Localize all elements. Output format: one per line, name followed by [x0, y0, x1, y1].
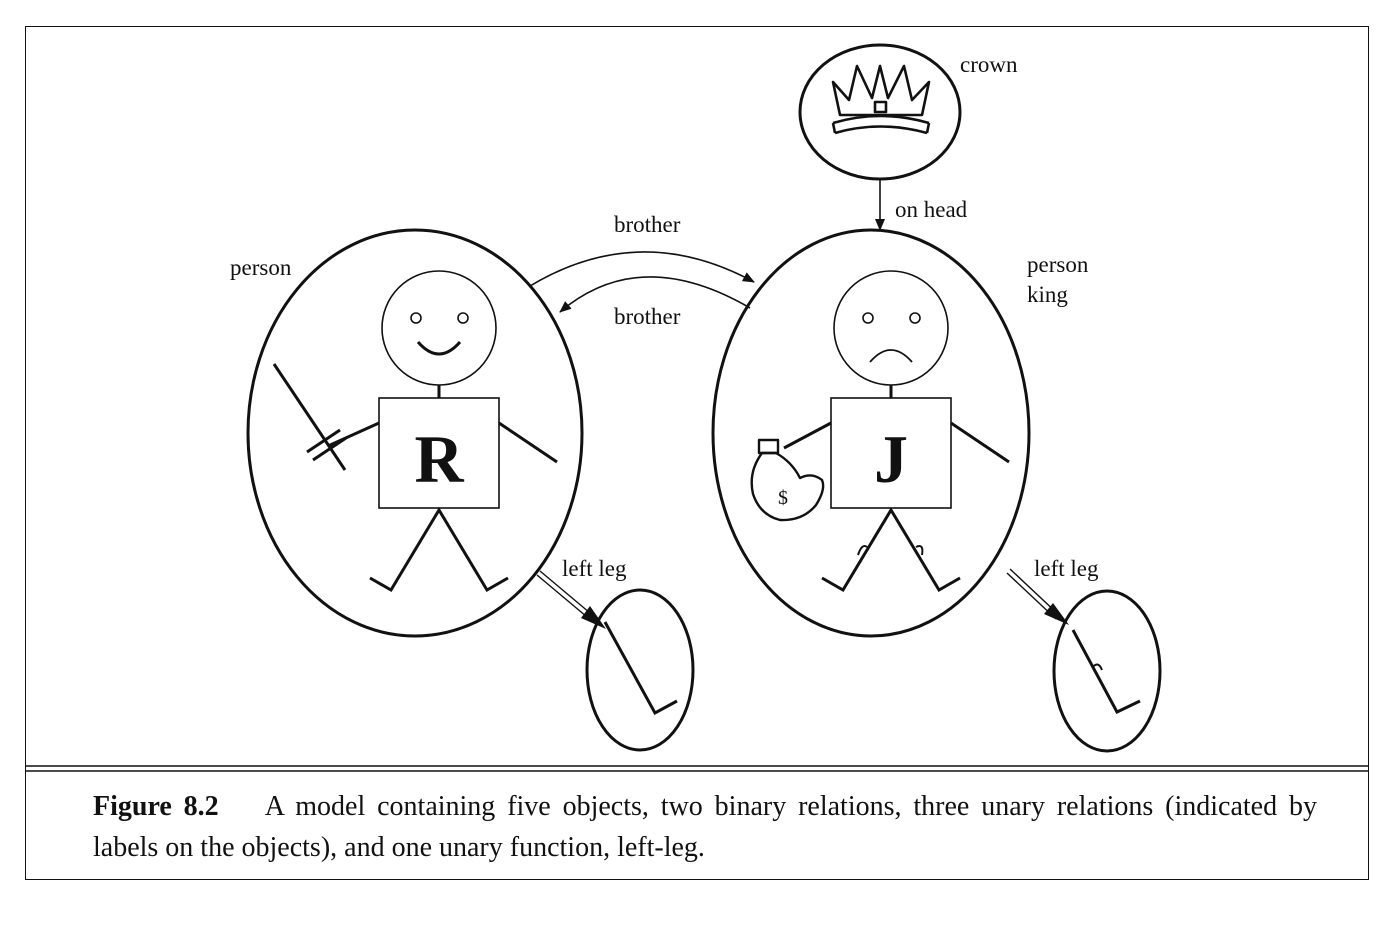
richard-object	[246, 228, 584, 638]
john-legs	[821, 507, 961, 593]
john-left-arm	[783, 421, 832, 450]
dollar-sign: $	[778, 487, 788, 509]
john-object	[711, 228, 1031, 638]
richard-right-arm	[498, 421, 558, 464]
money-bag-icon	[750, 438, 825, 522]
crown-label: crown	[960, 52, 1018, 77]
on-head-label: on head	[895, 197, 968, 222]
richard-left-arm	[327, 421, 380, 448]
left-leg-arrow-richard	[536, 570, 606, 629]
left-leg-arrow-john	[1006, 568, 1069, 625]
sword-icon	[272, 363, 347, 471]
person-label-john: person	[1027, 252, 1089, 277]
john-ellipse	[711, 228, 1031, 638]
richard-legs	[369, 507, 509, 593]
richard-letter: R	[414, 421, 464, 497]
caption-text: A model containing five objects, two bin…	[93, 791, 1317, 863]
king-label-john: king	[1027, 282, 1068, 307]
brother-label-bottom: brother	[614, 304, 681, 329]
brother-arrow-r-to-j	[529, 251, 755, 287]
brother-label-top: brother	[614, 212, 681, 237]
richard-ellipse	[246, 228, 584, 638]
figure-number: Figure 8.2	[93, 791, 219, 822]
figure-frame	[25, 26, 1369, 880]
john-leg-ellipse	[1052, 589, 1162, 753]
leg-icon	[603, 621, 678, 716]
frowning-face-icon	[833, 270, 949, 386]
crown-object	[798, 43, 962, 181]
left-leg-label-john: left leg	[1034, 556, 1099, 581]
crown-icon	[831, 64, 931, 135]
leg-icon-john	[1071, 629, 1141, 714]
richard-leg-object	[585, 588, 695, 752]
brother-arrow-j-to-r	[559, 276, 751, 313]
person-label-richard: person	[230, 255, 292, 280]
john-right-arm	[950, 421, 1010, 464]
smiling-face-icon	[381, 270, 497, 386]
john-letter: J	[874, 421, 908, 497]
john-leg-object	[1052, 589, 1162, 753]
left-leg-label-richard: left leg	[562, 556, 627, 581]
richard-leg-ellipse	[585, 588, 695, 752]
